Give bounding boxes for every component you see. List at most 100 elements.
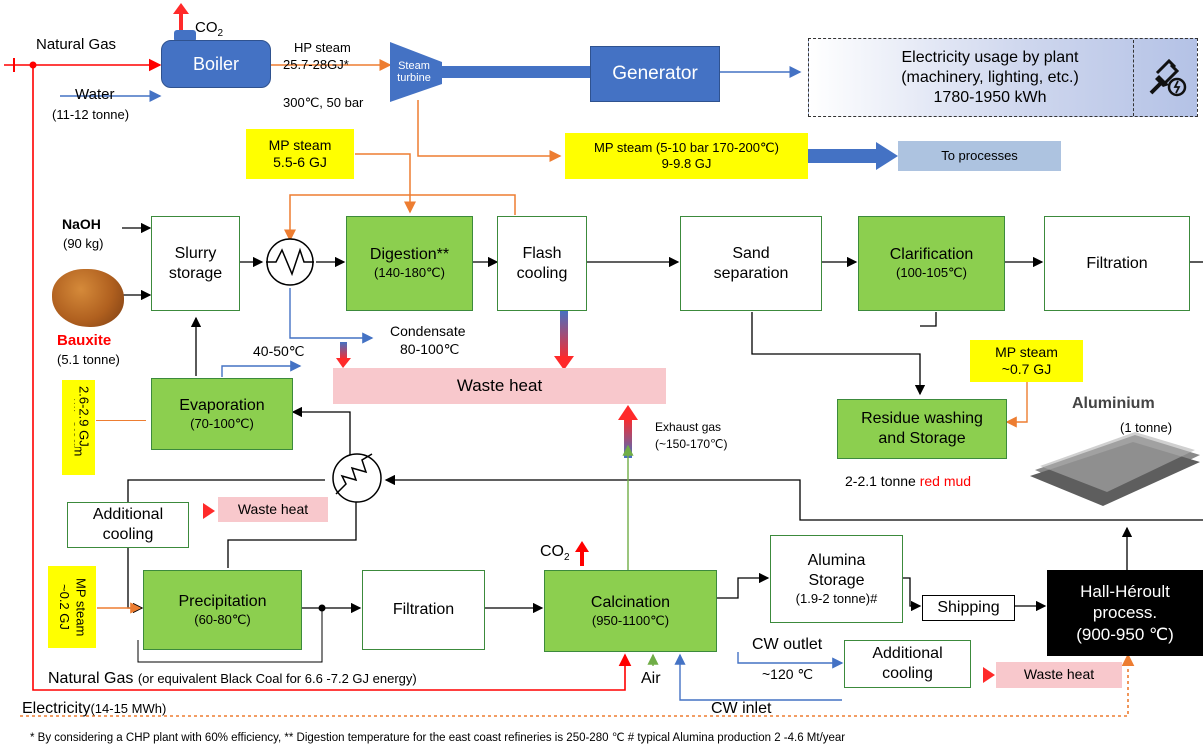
hall-heroult-line2: process. (1092, 603, 1158, 623)
flash-cooling-line2: cooling (516, 264, 568, 282)
hall-heroult-line3: (900-950 ℃) (1076, 624, 1174, 644)
alumina-storage-line2: Storage (808, 571, 865, 589)
exhaust-gas-temp: (~150-170℃) (655, 437, 728, 451)
slurry-storage-line1: Slurry (174, 244, 217, 262)
clarification-line2: (100-105℃) (896, 265, 967, 281)
mp-steam-digestion-line1: MP steam (268, 136, 332, 153)
residue-washing-line2: and Storage (878, 430, 966, 447)
waste-heat-main-box: Waste heat (333, 368, 666, 404)
condensate-temp: 80-100℃ (400, 341, 460, 357)
filtration-top-label: Filtration (1086, 254, 1148, 272)
digestion-line2: (140-180℃) (374, 265, 445, 281)
shipping-box: Shipping (922, 595, 1015, 621)
additional-cooling-right-line1: Additional (872, 645, 943, 662)
hall-heroult-line1: Hall-Héroult (1080, 582, 1170, 602)
additional-cooling-left-box: Additional cooling (67, 502, 189, 548)
steam-turbine-label: Steam turbine (397, 59, 431, 84)
digestion-box: Digestion** (140-180℃) (346, 216, 473, 311)
condensate-label: Condensate (390, 323, 466, 339)
boiler-box: Boiler (161, 40, 271, 88)
heat-exchanger-bottom-icon (332, 453, 382, 503)
to-processes-label: To processes (941, 147, 1018, 163)
air-label: Air (641, 670, 661, 687)
sand-separation-line1: Sand (732, 244, 770, 262)
evaporation-outlet-temp: 40-50℃ (253, 343, 305, 359)
waste-heat-main-label: Waste heat (456, 376, 543, 396)
filtration-bottom-box: Filtration (362, 570, 485, 650)
cw-outlet-label: CW outlet (752, 636, 823, 653)
additional-cooling-right-box: Additional cooling (844, 640, 971, 688)
additional-cooling-right-line2: cooling (882, 665, 933, 682)
hall-heroult-box: Hall-Héroult process. (900-950 ℃) (1047, 570, 1203, 656)
waste-heat-left-box: Waste heat (218, 497, 328, 522)
mp-steam-residue-line2: ~0.7 GJ (1001, 361, 1052, 377)
additional-cooling-left-line2: cooling (102, 526, 154, 543)
slurry-storage-box: Slurry storage (151, 216, 240, 311)
cw-inlet-label: CW inlet (711, 700, 772, 717)
naoh-label: NaOH (62, 216, 101, 232)
additional-cooling-left-line1: Additional (92, 506, 164, 523)
flash-cooling-line1: Flash (522, 244, 562, 262)
steam-turbine-shape (390, 42, 442, 102)
cw-outlet-temp: ~120 ℃ (762, 666, 814, 682)
slurry-storage-line2: storage (168, 264, 223, 282)
evaporation-box: Evaporation (70-100℃) (151, 378, 293, 450)
filtration-top-box: Filtration (1044, 216, 1190, 311)
electricity-bottom-label: Electricity(14-15 MWh) (22, 700, 167, 717)
mp-steam-evaporation-line2: 2.6-2.9 GJ (75, 386, 92, 447)
mp-steam-digestion-box: MP steam 5.5-6 GJ (246, 129, 354, 179)
alumina-storage-line1: Alumina (807, 551, 866, 569)
hp-steam-label: HP steam (294, 40, 351, 55)
waste-heat-right-box: Waste heat (996, 662, 1122, 688)
calcination-line2: (950-1100℃) (591, 612, 670, 628)
clarification-line1: Clarification (889, 246, 974, 264)
residue-washing-line1: Residue washing (861, 410, 983, 427)
shipping-label: Shipping (937, 599, 1000, 616)
electricity-divider (1133, 40, 1134, 116)
alumina-storage-line3: (1.9-2 tonne)# (795, 590, 878, 606)
natural-gas-input-label: Natural Gas (36, 36, 117, 53)
mp-steam-residue-line1: MP steam (995, 343, 1058, 360)
precipitation-line2: (60-80℃) (194, 611, 251, 627)
naoh-quantity: (90 kg) (63, 236, 104, 251)
sand-separation-line2: separation (713, 264, 789, 282)
residue-washing-box: Residue washing and Storage (837, 399, 1007, 459)
mp-steam-processes-line1: MP steam (5-10 bar 170-200℃) (594, 139, 779, 155)
sand-separation-box: Sand separation (680, 216, 822, 311)
filtration-bottom-label: Filtration (392, 601, 455, 618)
electricity-usage-line3: 1780-1950 kWh (933, 88, 1047, 106)
red-mud-label: 2-2.1 tonne red mud (845, 473, 972, 489)
hp-steam-conditions: 300℃, 50 bar (283, 95, 364, 110)
boiler-label: Boiler (192, 53, 240, 74)
bauxite-quantity: (5.1 tonne) (57, 352, 120, 367)
clarification-box: Clarification (100-105℃) (858, 216, 1005, 311)
mp-steam-processes-box: MP steam (5-10 bar 170-200℃) 9-9.8 GJ (565, 133, 808, 179)
flash-cooling-box: Flash cooling (497, 216, 587, 311)
generator-label: Generator (612, 63, 698, 85)
digestion-line1: Digestion** (369, 246, 450, 264)
mp-steam-precipitation-line1: MP steam (73, 577, 89, 637)
aluminium-label: Aluminium (1072, 395, 1155, 412)
evaporation-line1: Evaporation (179, 396, 265, 414)
footnote: * By considering a CHP plant with 60% ef… (30, 732, 846, 744)
mp-steam-precipitation-box: MP steam ~0.2 GJ (48, 566, 96, 648)
mp-steam-evaporation-link (96, 420, 146, 421)
generator-box: Generator (590, 46, 720, 102)
calcination-co2-label: CO2 (540, 543, 570, 564)
aluminium-sheets-image (1030, 432, 1200, 506)
calcination-line1: Calcination (590, 593, 671, 611)
waste-heat-left-label: Waste heat (237, 500, 309, 517)
alumina-storage-box: Alumina Storage (1.9-2 tonne)# (770, 535, 903, 623)
electricity-usage-box: Electricity usage by plant (machinery, l… (808, 38, 1198, 117)
natural-gas-bottom-label: Natural Gas (or equivalent Black Coal fo… (48, 670, 417, 687)
bauxite-label: Bauxite (57, 332, 112, 349)
mp-steam-processes-line2: 9-9.8 GJ (661, 156, 712, 171)
electricity-usage-line1: Electricity usage by plant (901, 48, 1079, 66)
mp-steam-residue-box: MP steam ~0.7 GJ (970, 340, 1083, 382)
water-input-label: Water (75, 86, 115, 103)
electricity-usage-line2: (machinery, lighting, etc.) (901, 68, 1079, 86)
precipitation-box: Precipitation (60-80℃) (143, 570, 302, 650)
waste-heat-right-label: Waste heat (1023, 666, 1095, 683)
water-quantity: (11-12 tonne) (52, 107, 130, 122)
